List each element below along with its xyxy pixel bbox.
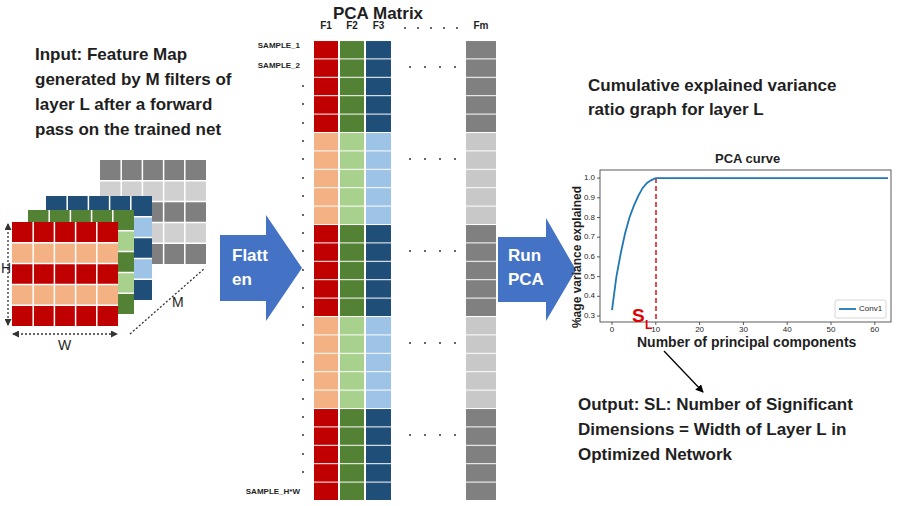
output-note: Output: SL: Number of Significant Dimens… [578, 392, 870, 467]
arrow-outline [220, 215, 302, 321]
run-pca-arrow: Run PCA [498, 218, 576, 321]
tick-label: 0.4 [576, 291, 595, 301]
depth-line [130, 268, 205, 334]
arrow-shape [498, 218, 576, 321]
significant-mark: L [645, 318, 652, 332]
dimension-label: M [172, 294, 184, 311]
axis-title: Number of principal components [637, 334, 856, 351]
row-label: SAMPLE_H*W [232, 487, 300, 497]
tick-label: 30 [733, 325, 753, 335]
row-label: SAMPLE_2 [232, 61, 300, 71]
arrow-outline [498, 218, 576, 321]
dimension-label: H [1, 260, 11, 277]
tick-label: 20 [690, 325, 710, 335]
tick-label: 60 [865, 325, 885, 335]
significant-mark: S [632, 305, 645, 327]
tick-label: 0 [602, 325, 622, 335]
ellipsis-dots [302, 27, 458, 473]
tick-label: 1.0 [576, 173, 595, 183]
tick-label: 0.5 [576, 272, 595, 282]
tick-label: 0.8 [576, 213, 595, 223]
feature-map [12, 160, 206, 326]
leader-arrow [664, 351, 703, 392]
legend-text: Conv1 [859, 304, 882, 314]
column-header: F2 [340, 20, 364, 32]
tick-label: 0.3 [576, 311, 595, 321]
tick-label: 0.6 [576, 252, 595, 262]
pca-matrix: PCA Matrix [312, 2, 502, 502]
node-text: Run PCA [508, 244, 553, 292]
column-header: F1 [314, 20, 338, 32]
node-text: Flatt en [232, 244, 278, 292]
flatten-arrow: Flatt en [220, 215, 302, 321]
pca-chart [597, 170, 891, 325]
width-arrow [13, 333, 117, 334]
tick-label: 0.7 [576, 232, 595, 242]
node-text: PCA curve [715, 151, 780, 167]
dimension-label: W [58, 337, 71, 354]
pca-matrix-cells [314, 40, 496, 500]
axis-title: %age variance explained [570, 172, 584, 342]
row-label: SAMPLE_1 [232, 41, 300, 51]
tick-label: 40 [777, 325, 797, 335]
chart-note: Cumulative explained variance ratio grap… [588, 74, 856, 122]
column-header: F3 [366, 20, 391, 32]
column-header: Fm [466, 20, 496, 32]
input-note: Input: Feature Map generated by M filter… [35, 42, 247, 142]
tick-label: 50 [821, 325, 841, 335]
arrow-shape [220, 215, 302, 321]
pca-chart-box: PCA curve [600, 150, 892, 322]
tick-label: 0.9 [576, 193, 595, 203]
legend-line [839, 308, 856, 310]
